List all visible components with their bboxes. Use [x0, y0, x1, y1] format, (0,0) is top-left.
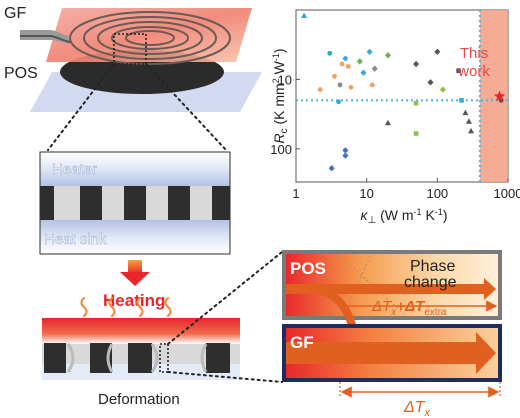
svg-text:ΔTx+ΔTextra: ΔTx+ΔTextra — [371, 298, 447, 318]
label-sub-x-1: x — [390, 307, 397, 318]
chart-annotation-2: work — [457, 63, 490, 80]
panel-guides — [167, 251, 283, 383]
zoom-guides — [47, 63, 227, 151]
data-point — [371, 65, 378, 72]
coil-device: GF POS — [4, 5, 262, 112]
chart: 1 10 100 1000 10 100 This work Rc (K mm2 W-1)… — [270, 9, 520, 226]
data-point — [384, 119, 391, 126]
data-point — [427, 79, 434, 86]
data-point — [459, 98, 464, 103]
data-point — [342, 152, 349, 159]
stack-before: Heater Heat sink — [39, 151, 231, 255]
x-tick-label: 1 — [292, 186, 299, 201]
label-heating: Heating — [103, 291, 165, 310]
chart-annotation-1: This — [460, 45, 488, 62]
pos-arrow — [286, 278, 496, 300]
data-point — [456, 68, 461, 74]
svg-text:ΔTx: ΔTx — [403, 399, 431, 418]
heater-sheet — [46, 8, 252, 62]
data-point — [434, 48, 441, 56]
heating-arrow — [120, 260, 150, 286]
data-point — [339, 61, 345, 67]
label-pos: POS — [4, 65, 38, 82]
y-tick-label: 10 — [278, 72, 292, 87]
data-point — [360, 69, 367, 76]
coil-spiral — [69, 11, 231, 65]
data-point — [413, 60, 420, 68]
label-delta-tx-plus: ΔT — [371, 298, 393, 315]
data-point — [366, 48, 373, 56]
data-point — [336, 99, 341, 105]
chart-xlabel: κ⊥ (W m-1 K-1) — [361, 207, 448, 226]
x-tick-label: 100 — [426, 186, 448, 201]
data-point — [468, 127, 475, 134]
data-point — [345, 64, 351, 69]
y-tick-label: 100 — [270, 142, 292, 157]
gf-dimension: ΔTx — [339, 382, 501, 418]
label-gf-panel: GF — [290, 333, 314, 352]
chart-ylabel: Rc (K mm2 W-1) — [271, 48, 290, 143]
data-point — [327, 50, 333, 56]
data-point — [301, 12, 308, 18]
label-heat-sink: Heat sink — [44, 231, 107, 248]
data-point — [413, 100, 419, 106]
zoom-box — [113, 33, 147, 65]
data-point — [384, 52, 391, 59]
label-phase-2: change — [404, 274, 457, 291]
label-heater: Heater — [52, 161, 97, 178]
heat-waves — [80, 296, 172, 318]
pos-dimension: ΔTx+ΔTextra — [338, 298, 498, 318]
label-sub-extra: extra — [424, 307, 447, 318]
this-work-point — [493, 90, 506, 102]
label-gf: GF — [4, 5, 26, 22]
data-point — [462, 109, 469, 116]
data-point — [342, 56, 348, 61]
gf-arrow — [286, 332, 496, 374]
label-pos-panel: POS — [290, 259, 326, 278]
data-point — [348, 84, 354, 90]
data-point — [439, 86, 446, 93]
chart-plot-area — [295, 9, 509, 183]
label-sub-x-2: x — [424, 407, 431, 418]
label-delta-tx: ΔT — [403, 399, 426, 416]
data-point — [332, 73, 337, 79]
label-deformation: Deformation — [98, 391, 180, 408]
data-point — [369, 82, 375, 88]
data-point — [317, 87, 323, 92]
data-point — [328, 165, 335, 172]
data-point — [413, 131, 419, 136]
data-point — [356, 58, 363, 65]
x-tick-label: 10 — [359, 186, 373, 201]
gf-panel: GF — [282, 324, 502, 382]
label-plus-delta: +ΔT — [396, 298, 426, 315]
label-phase-1: Phase — [410, 258, 455, 275]
pos-panel: POS Phase change ΔTx+ΔTextra — [282, 250, 502, 320]
chart-highlight-region — [479, 10, 508, 182]
data-point — [465, 118, 472, 124]
data-point — [337, 82, 343, 88]
data-point — [342, 147, 349, 154]
stack-blocks — [40, 186, 230, 220]
stack-after — [42, 318, 240, 380]
x-tick-label: 1000 — [494, 186, 520, 201]
